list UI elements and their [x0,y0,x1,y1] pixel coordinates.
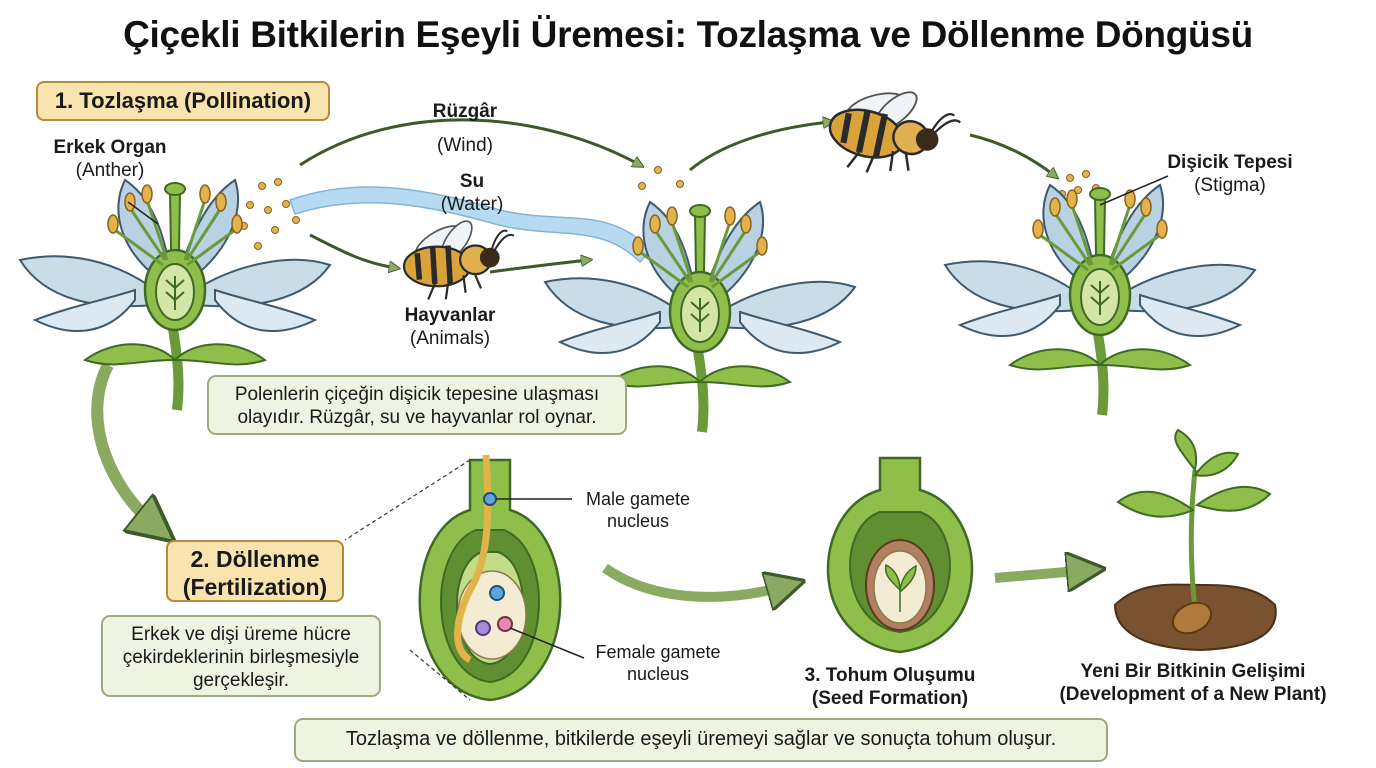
water-label: Su (Water) [420,170,524,216]
animals-label: Hayvanlar (Animals) [380,304,520,350]
fertilization-note-line3: gerçekleşir. [192,670,290,691]
anther-label-tr: Erkek Organ [53,137,167,158]
animals-label-en: (Animals) [409,328,491,349]
bee-icon [404,216,514,299]
arrow-to-fertilization [91,362,160,530]
stigma-label: Dişicik Tepesi (Stigma) [1160,151,1300,197]
fertilization-note: Erkek ve dişi üreme hücre çekirdeklerini… [101,615,381,697]
new-plant-label: Yeni Bir Bitkinin Gelişimi (Development … [1040,660,1346,706]
female-nucleus-label: Female gamete nucleus [578,641,738,685]
ovule-diagram [344,454,585,702]
seed-formation-label: 3. Tohum Oluşumu (Seed Formation) [790,664,990,710]
seed-diagram [826,456,974,654]
anther-label: Erkek Organ (Anther) [40,136,180,182]
arrow-bee-to-stigma [969,133,1055,176]
seedling-diagram [1113,428,1277,652]
wind-label-tr: Rüzgâr [432,101,498,122]
new-plant-line2: (Development of a New Plant) [1059,684,1327,705]
seed-formation-line1: 3. Tohum Oluşumu [804,665,976,686]
anther-label-en: (Anther) [75,160,145,181]
stigma-label-tr: Dişicik Tepesi [1167,152,1293,173]
pollination-note-line2: olayıdır. Rüzgâr, su ve hayvanlar rol oy… [237,407,597,428]
seed-formation-line2: (Seed Formation) [811,688,969,709]
stage-pollination-tag: 1. Tozlaşma (Pollination) [36,81,330,121]
wind-label-en: (Wind) [437,135,493,156]
new-plant-line1: Yeni Bir Bitkinin Gelişimi [1080,661,1306,682]
arrow-to-flying-bee [689,122,830,172]
water-label-en: (Water) [440,194,504,215]
stage-fertilization-line2: (Fertilization) [182,574,328,600]
arrow-to-plant [994,570,1090,578]
anther-pointer [127,201,159,225]
fertilization-note-line2: çekirdeklerinin birleşmesiyle [122,647,360,668]
male-nucleus-line1: Male gamete [585,489,691,509]
summary-note: Tozlaşma ve döllenme, bitkilerde eşeyli … [294,718,1108,762]
arrow-wind [299,118,640,165]
arrow-bee-to-flower [489,260,588,274]
animals-label-tr: Hayvanlar [404,305,496,326]
flower-stigma [945,185,1255,415]
wind-label: Rüzgâr (Wind) [400,100,530,157]
stage-fertilization-tag: 2. Döllenme (Fertilization) [166,540,344,602]
male-nucleus-label: Male gamete nucleus [566,488,710,532]
stigma-label-en: (Stigma) [1194,175,1266,196]
female-nucleus-line2: nucleus [626,664,690,684]
pollination-note: Polenlerin çiçeğin dişicik tepesine ulaş… [207,375,627,435]
stage-fertilization-line1: 2. Döllenme [190,546,320,572]
arrow-to-seed [602,563,790,597]
female-nucleus-line1: Female gamete [595,642,721,662]
male-nucleus-line2: nucleus [606,511,670,531]
fertilization-note-line1: Erkek ve dişi üreme hücre [131,624,351,645]
water-label-tr: Su [459,171,485,192]
flying-bee-icon [821,69,966,193]
page-title: Çiçekli Bitkilerin Eşeyli Üremesi: Tozla… [123,14,1253,55]
stigma-pointer [1099,175,1169,206]
arrow-to-bee [309,233,396,268]
pollination-note-line1: Polenlerin çiçeğin dişicik tepesine ulaş… [234,384,600,405]
